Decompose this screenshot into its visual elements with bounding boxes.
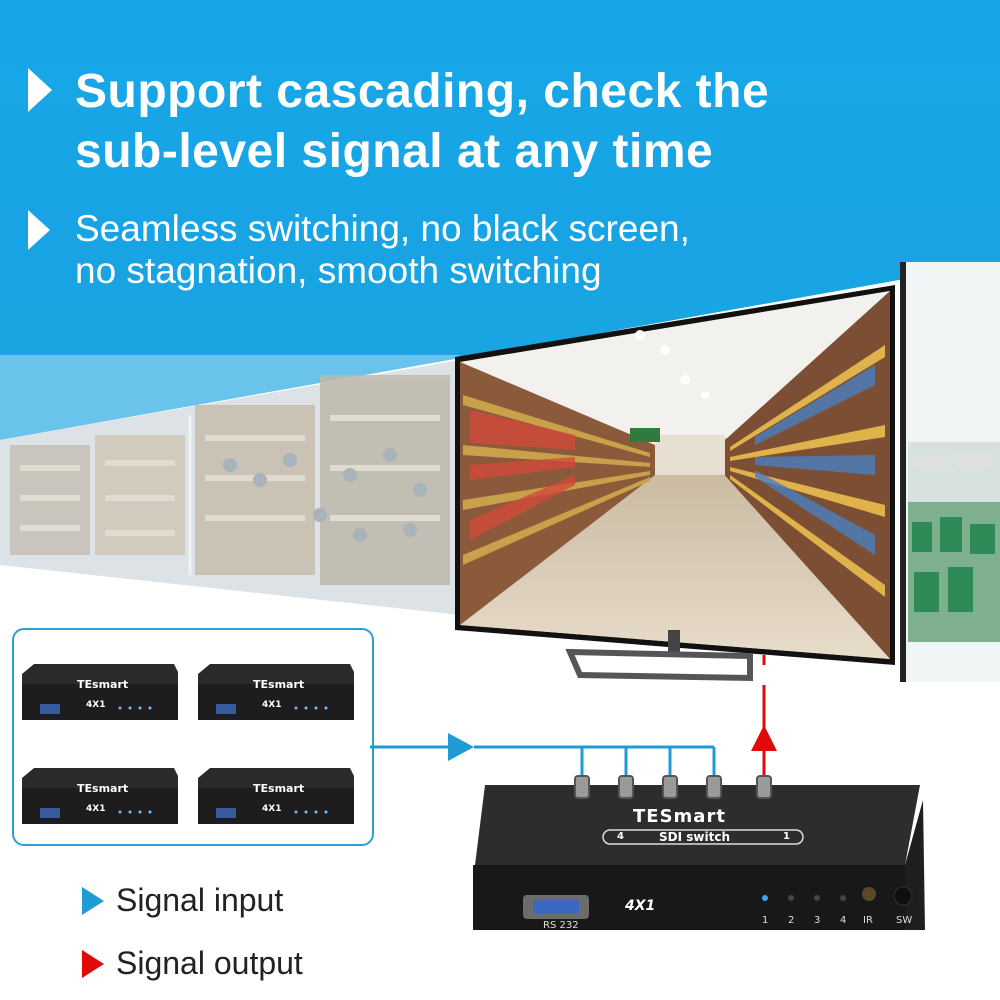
input-arrow-icon	[448, 733, 474, 761]
tv-stand	[565, 630, 753, 682]
led-label-3: 3	[814, 915, 821, 926]
television	[455, 285, 895, 665]
banner-background	[0, 0, 1000, 440]
store-panorama-left	[0, 355, 460, 615]
led-label-sw: SW	[896, 915, 913, 926]
led-label-2: 2	[788, 915, 795, 926]
mini-brand: TEsmart	[77, 678, 129, 691]
input-legend-icon	[82, 886, 104, 915]
headline-line1: Support cascading, check the	[75, 65, 770, 118]
main-label-text: SDI switch	[659, 830, 730, 844]
subline-line1: Seamless switching, no black screen,	[75, 208, 690, 249]
subline-line2: no stagnation, smooth switching	[75, 250, 602, 291]
connection-lines	[370, 655, 777, 777]
mini-brand: TEsmart	[253, 782, 305, 795]
subline-bullet-icon	[28, 210, 50, 250]
headline-bullet-icon	[28, 68, 52, 112]
legend-input-label: Signal input	[116, 882, 284, 918]
subline: Seamless switching, no black screen, no …	[75, 208, 975, 292]
mini-switch-3: TEsmart 4X1	[22, 768, 178, 824]
headline-line2: sub-level signal at any time	[75, 125, 714, 178]
mini-ratio: 4X1	[262, 804, 282, 814]
mini-switch-1: TEsmart 4X1	[22, 664, 178, 720]
mini-ratio: 4X1	[86, 700, 106, 710]
main-brand: TESmart	[633, 806, 726, 827]
mini-brand: TEsmart	[253, 678, 305, 691]
mini-ratio: 4X1	[86, 804, 106, 814]
mini-switch-4: TEsmart 4X1	[198, 768, 354, 824]
main-label-left-num: 4	[617, 831, 624, 842]
rs232-label: RS 232	[543, 920, 579, 931]
headline: Support cascading, check the sub-level s…	[75, 62, 975, 182]
main-sdi-switch: TESmart 4 SDI switch 1 4X1 RS 232 1 2 3 …	[465, 770, 935, 940]
mini-switch-2: TEsmart 4X1	[198, 664, 354, 720]
mini-brand: TEsmart	[77, 782, 129, 795]
legend-input: Signal input	[82, 882, 283, 919]
store-panorama-right	[900, 262, 1000, 682]
output-legend-icon	[82, 949, 104, 978]
legend-output-label: Signal output	[116, 945, 303, 981]
led-label-ir: IR	[863, 915, 873, 926]
output-arrow-icon	[751, 725, 777, 751]
main-ratio: 4X1	[625, 898, 656, 914]
main-label-right-num: 1	[783, 831, 790, 842]
legend-output: Signal output	[82, 945, 303, 982]
led-label-1: 1	[762, 915, 769, 926]
mini-ratio: 4X1	[262, 700, 282, 710]
led-label-4: 4	[840, 915, 847, 926]
